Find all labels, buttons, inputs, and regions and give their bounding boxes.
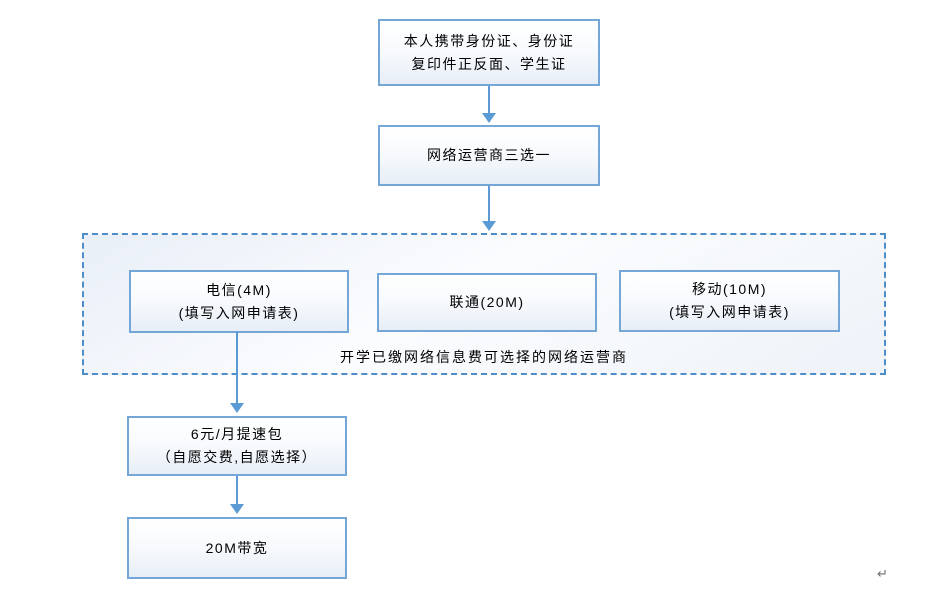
arrow-down-1-shaft [488, 86, 490, 114]
node-requirements: 本人携带身份证、身份证 复印件正反面、学生证 [378, 19, 600, 86]
node-requirements-line2: 复印件正反面、学生证 [411, 55, 567, 72]
node-unicom-label: 联通(20M) [449, 294, 525, 310]
node-telecom-line1: 电信(4M) [206, 281, 272, 298]
operators-group-label: 开学已缴网络信息费可选择的网络运营商 [340, 349, 628, 365]
node-mobile-line2: (填写入网申请表) [669, 304, 790, 320]
node-speed-package-line1: 6元/月提速包 [190, 426, 284, 442]
node-bandwidth-label: 20M带宽 [205, 539, 269, 556]
paragraph-mark-icon: ↵ [877, 566, 888, 581]
node-telecom-line2: (填写入网申请表) [178, 304, 300, 321]
arrow-down-2-shaft [488, 186, 490, 222]
node-speed-package: 6元/月提速包 （自愿交费,自愿选择） [127, 416, 347, 476]
node-mobile: 移动(10M) (填写入网申请表) [619, 270, 840, 332]
node-unicom: 联通(20M) [377, 273, 597, 332]
arrow-down-4-shaft [236, 476, 238, 505]
arrow-down-2-head-icon [482, 221, 496, 231]
node-operator-choice-label: 网络运营商三选一 [427, 147, 551, 163]
arrow-down-3-shaft [236, 331, 238, 404]
operators-group-container: 电信(4M) (填写入网申请表) 联通(20M) 移动(10M) (填写入网申请… [82, 233, 886, 375]
arrow-down-4-head-icon [230, 504, 244, 514]
node-requirements-line1: 本人携带身份证、身份证 [403, 32, 575, 49]
node-mobile-line1: 移动(10M) [691, 281, 768, 297]
node-speed-package-line2: （自愿交费,自愿选择） [156, 449, 318, 465]
node-bandwidth: 20M带宽 [127, 517, 347, 579]
node-telecom: 电信(4M) (填写入网申请表) [129, 270, 349, 333]
arrow-down-3-head-icon [230, 403, 244, 413]
arrow-down-1-head-icon [482, 113, 496, 123]
node-operator-choice: 网络运营商三选一 [378, 125, 600, 186]
